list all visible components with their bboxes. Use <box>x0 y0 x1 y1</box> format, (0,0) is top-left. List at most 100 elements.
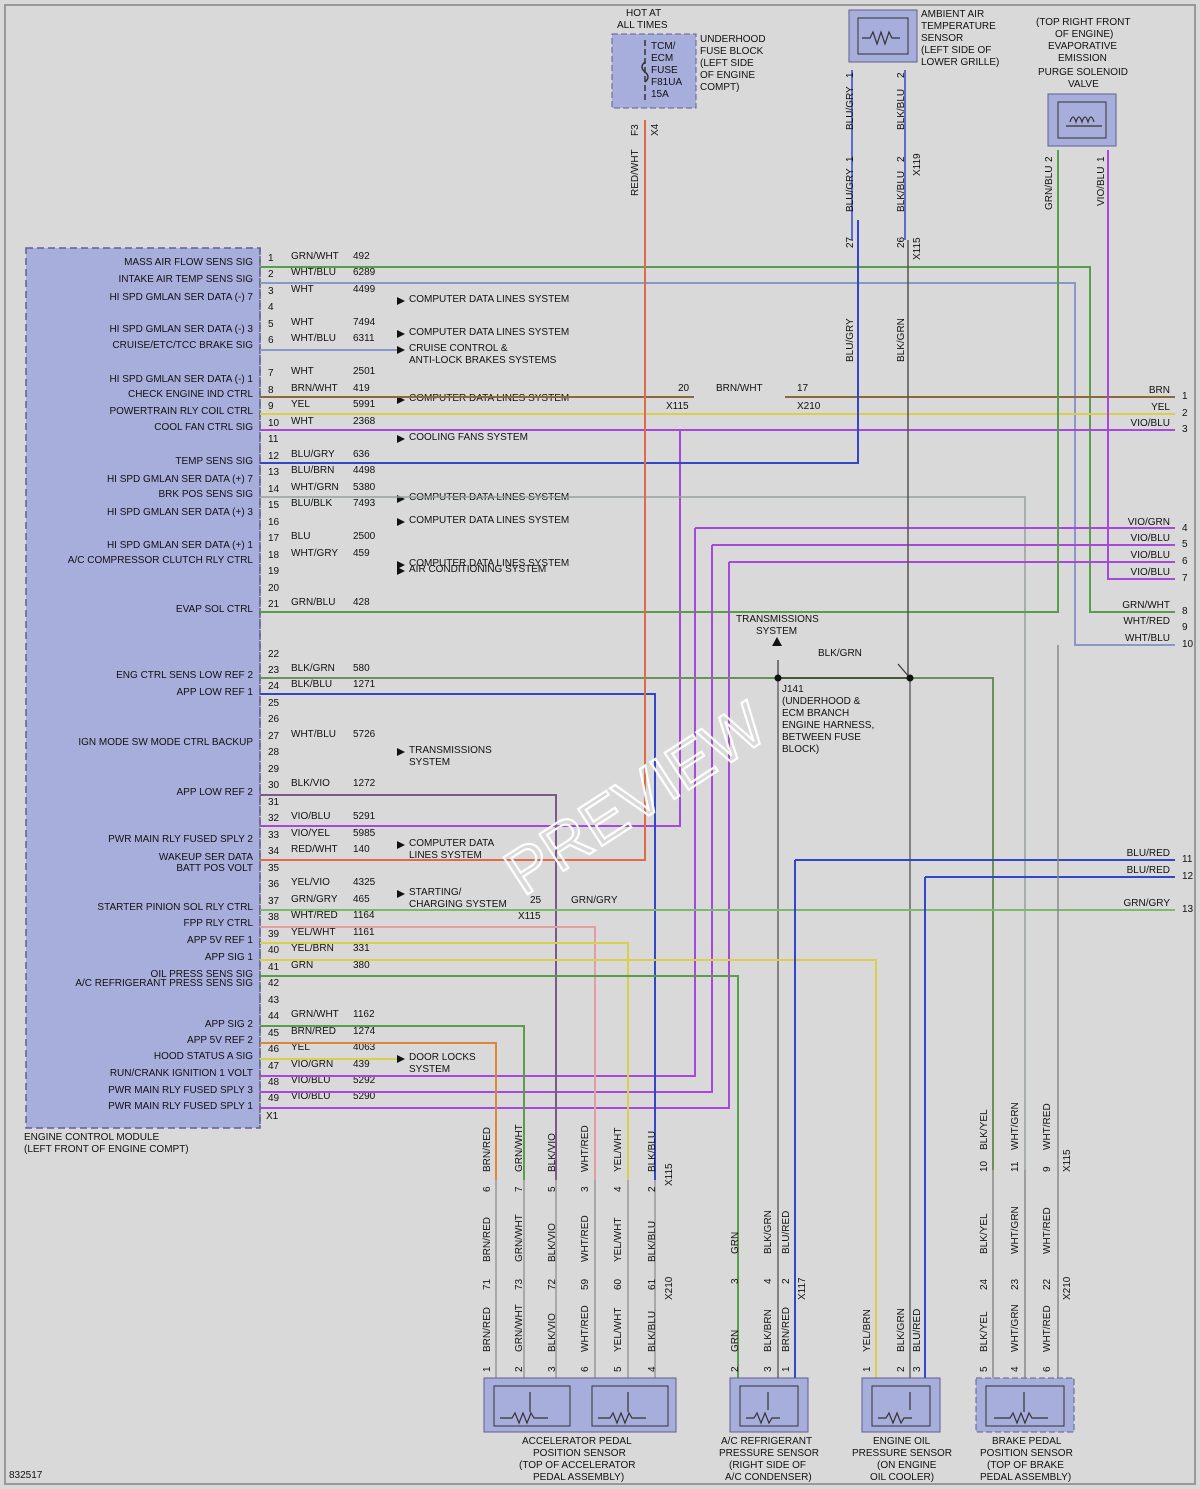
accel-pin-mid: 72 <box>547 1278 558 1290</box>
ecm-wire-color: BLU/GRY <box>291 449 335 460</box>
accel-wire-label-bot: BRN/RED <box>482 1307 493 1352</box>
ecm-pin-number: 29 <box>268 764 280 775</box>
destination-system-label: COMPUTER DATA LINES SYSTEM <box>409 327 569 338</box>
destination-system-label: DOOR LOCKS <box>409 1052 476 1063</box>
right-wire-color: VIO/GRN <box>1128 517 1170 528</box>
potentiometer-b-icon <box>598 1392 646 1425</box>
ecm-pin-number: 3 <box>268 286 274 297</box>
wire-path <box>260 975 739 1380</box>
fuse-connector-x4: X4 <box>650 123 661 136</box>
accel-wire-label-mid: YEL/WHT <box>613 1218 624 1262</box>
ecm-pin-number: 49 <box>268 1093 280 1104</box>
ecm-pin-number: 47 <box>268 1061 280 1072</box>
ecm-pin-number: 17 <box>268 533 280 544</box>
accel-wire-label: GRN/WHT <box>514 1124 525 1172</box>
ecm-circuit-number: 4498 <box>353 465 376 476</box>
wire-path <box>777 660 912 679</box>
evap-label-1: (TOP RIGHT FRONT <box>1036 17 1130 28</box>
ecm-pin-number: 6 <box>268 335 274 346</box>
ecm-circuit-number: 2501 <box>353 366 376 377</box>
right-output-number: 2 <box>1182 408 1188 419</box>
ecm-wire-color: BLU/BRN <box>291 465 334 476</box>
arrow-right-icon <box>397 1055 405 1063</box>
brake-wire-label: BLK/YEL <box>979 1109 990 1150</box>
ecm-circuit-number: 428 <box>353 597 370 608</box>
ecm-pin-number: 25 <box>268 698 280 709</box>
accel-wire-label-bot: WHT/RED <box>580 1305 591 1352</box>
ambient-x115: X115 <box>912 237 923 260</box>
ecm-box <box>25 247 261 1129</box>
evap-label-6: VALVE <box>1068 79 1099 90</box>
ecm-pin-number: 45 <box>268 1028 280 1039</box>
acref-pin-top: 3 <box>730 1278 741 1284</box>
acref-sensor-inner <box>739 1385 799 1427</box>
fuse-label-4: F81UA <box>651 77 682 88</box>
oil-wire-label: BLK/GRN <box>896 1308 907 1352</box>
right-output-number: 1 <box>1182 391 1188 402</box>
brake-wire-label-bot: WHT/GRN <box>1010 1304 1021 1352</box>
ecm-pin-label: PWR MAIN RLY FUSED SPLY 1 <box>108 1101 253 1112</box>
ecm-pin-label: FPP RLY CTRL <box>184 918 254 929</box>
ecm-pin-number: 36 <box>268 879 280 890</box>
inline-wire-brnwht: BRN/WHT <box>716 383 763 394</box>
ambient-wire-4: BLK/GRN <box>896 318 907 362</box>
j141-label-2: (UNDERHOOD & <box>782 696 861 707</box>
pressure-transducer-icon <box>746 1392 780 1425</box>
arrow-right-icon <box>397 518 405 526</box>
ecm-pin-number: 11 <box>268 434 279 445</box>
wire-path <box>260 1025 525 1180</box>
right-output-number: 8 <box>1182 606 1188 617</box>
wire-path <box>260 220 859 464</box>
accel-wire-label-bot: BLK/BLU <box>647 1311 658 1352</box>
wire-path <box>924 876 1175 1380</box>
ecm-circuit-number: 1161 <box>353 927 375 938</box>
fuse-box <box>611 33 697 109</box>
ecm-pin-number: 38 <box>268 912 280 923</box>
ecm-wire-color: BLU <box>291 531 310 542</box>
ecm-pin-number: 4 <box>268 302 274 313</box>
acref-wire-label: GRN <box>730 1232 741 1254</box>
wire-path <box>992 645 1059 1380</box>
destination-system-label: COMPUTER DATA LINES SYSTEM <box>409 515 569 526</box>
ecm-pin-number: 9 <box>268 401 274 412</box>
ecm-pin-label: APP LOW REF 1 <box>176 687 253 698</box>
brake-label-2: POSITION SENSOR <box>980 1448 1073 1459</box>
evap-label-5: PURGE SOLENOID <box>1038 67 1128 78</box>
acref-pin-bot: 3 <box>763 1366 774 1372</box>
ambient-label-4: (LEFT SIDE OF <box>921 45 991 56</box>
ecm-pin-label: APP SIG 2 <box>205 1019 254 1030</box>
right-output-number: 4 <box>1182 523 1188 534</box>
ecm-connector-label: X1 <box>266 1111 279 1122</box>
brake-pin-mid: 23 <box>1010 1278 1021 1290</box>
accel-pin-top: 5 <box>547 1186 558 1192</box>
ecm-pin-number: 26 <box>268 714 280 725</box>
acref-label-4: A/C CONDENSER) <box>725 1472 812 1483</box>
ecm-pin-label: RUN/CRANK IGNITION 1 VOLT <box>110 1068 253 1079</box>
accel-pin-bot: 6 <box>580 1366 591 1372</box>
ecm-pin-number: 42 <box>268 978 280 989</box>
fuse-block-4: OF ENGINE <box>700 70 755 81</box>
ecm-pin-number: 28 <box>268 747 280 758</box>
ecm-circuit-number: 380 <box>353 960 370 971</box>
hot-at-label: HOT AT <box>626 8 661 19</box>
brake-label-3: (TOP OF BRAKE <box>987 1460 1064 1471</box>
right-output-number: 12 <box>1182 871 1194 882</box>
right-output-number: 5 <box>1182 539 1188 550</box>
arrow-right-icon <box>397 297 405 305</box>
ecm-circuit-number: 6289 <box>353 267 376 278</box>
accel-sensor-box <box>483 1377 677 1433</box>
brake-pin-top: 11 <box>1010 1161 1021 1172</box>
inline-pin-20: 20 <box>678 383 690 394</box>
ecm-wire-color: VIO/BLU <box>291 1075 330 1086</box>
accel-pin-top: 2 <box>647 1186 658 1192</box>
ambient-pin-26: 26 <box>896 236 907 248</box>
arrow-right-icon <box>397 567 405 575</box>
fuse-block-2: FUSE BLOCK <box>700 46 764 57</box>
j141-label-5: BETWEEN FUSE <box>782 732 861 743</box>
bottom-wire-labels: BRN/RED6BRN/RED71BRN/RED1GRN/WHT7GRN/WHT… <box>482 1102 1053 1372</box>
ecm-pin-label: CRUISE/ETC/TCC BRAKE SIG <box>112 340 253 351</box>
evap-pin-2: 2 <box>1044 156 1055 162</box>
ecm-circuit-number: 1274 <box>353 1026 376 1037</box>
ecm-pin-label: MASS AIR FLOW SENS SIG <box>124 257 253 268</box>
